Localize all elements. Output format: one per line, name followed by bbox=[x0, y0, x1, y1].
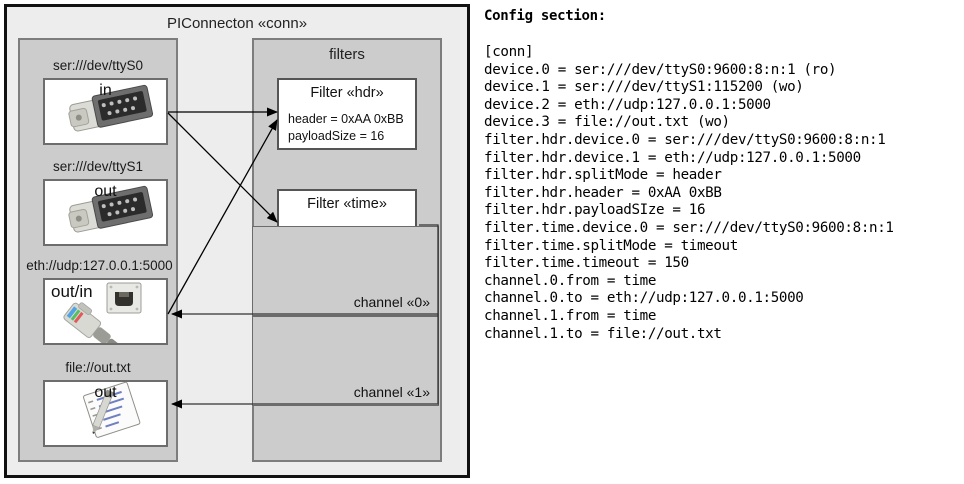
ethernet-jack-icon bbox=[45, 280, 166, 343]
filter-box-hdr[interactable]: Filter «hdr» header = 0xAA 0xBB payloadS… bbox=[277, 78, 417, 150]
device-label-ttys0: ser:///dev/ttyS0 bbox=[52, 58, 144, 73]
device-label-file: file://out.txt bbox=[65, 360, 131, 375]
device-box-ttys0[interactable]: in bbox=[43, 78, 168, 145]
config-heading: Config section: bbox=[484, 8, 606, 24]
device-io-file: out bbox=[94, 384, 117, 401]
device-label-eth: eth://udp:127.0.0.1:5000 bbox=[26, 258, 173, 273]
filter-prop-payloadsize: payloadSize = 16 bbox=[288, 129, 385, 143]
filter-prop-header: header = 0xAA 0xBB bbox=[288, 112, 404, 126]
device-box-eth[interactable]: out/in bbox=[43, 278, 168, 345]
device-io-ttys1: out bbox=[94, 183, 117, 200]
filter-title-hdr: Filter «hdr» bbox=[310, 85, 384, 101]
config-column: Config section: [conn] device.0 = ser://… bbox=[482, 0, 964, 484]
serial-port-icon bbox=[45, 181, 166, 244]
device-label-ttys1: ser:///dev/ttyS1 bbox=[52, 159, 144, 174]
serial-port-icon bbox=[45, 80, 166, 143]
device-io-eth: out/in bbox=[51, 282, 93, 301]
filter-title-time: Filter «time» bbox=[307, 196, 387, 212]
config-body: [conn] device.0 = ser:///dev/ttyS0:9600:… bbox=[484, 44, 894, 342]
text-file-icon bbox=[45, 382, 166, 445]
component-title: PIConnecton «conn» bbox=[166, 15, 308, 32]
channel-label-0: channel «0» bbox=[353, 294, 430, 310]
device-box-ttys1[interactable]: out bbox=[43, 179, 168, 246]
device-box-file[interactable]: out bbox=[43, 380, 168, 447]
channel-box-0[interactable]: channel «0» bbox=[252, 226, 439, 316]
filters-group-title: filters bbox=[329, 46, 365, 63]
channel-box-1[interactable]: channel «1» bbox=[252, 316, 439, 406]
device-io-ttys0: in bbox=[99, 82, 112, 99]
channel-label-1: channel «1» bbox=[353, 384, 430, 400]
